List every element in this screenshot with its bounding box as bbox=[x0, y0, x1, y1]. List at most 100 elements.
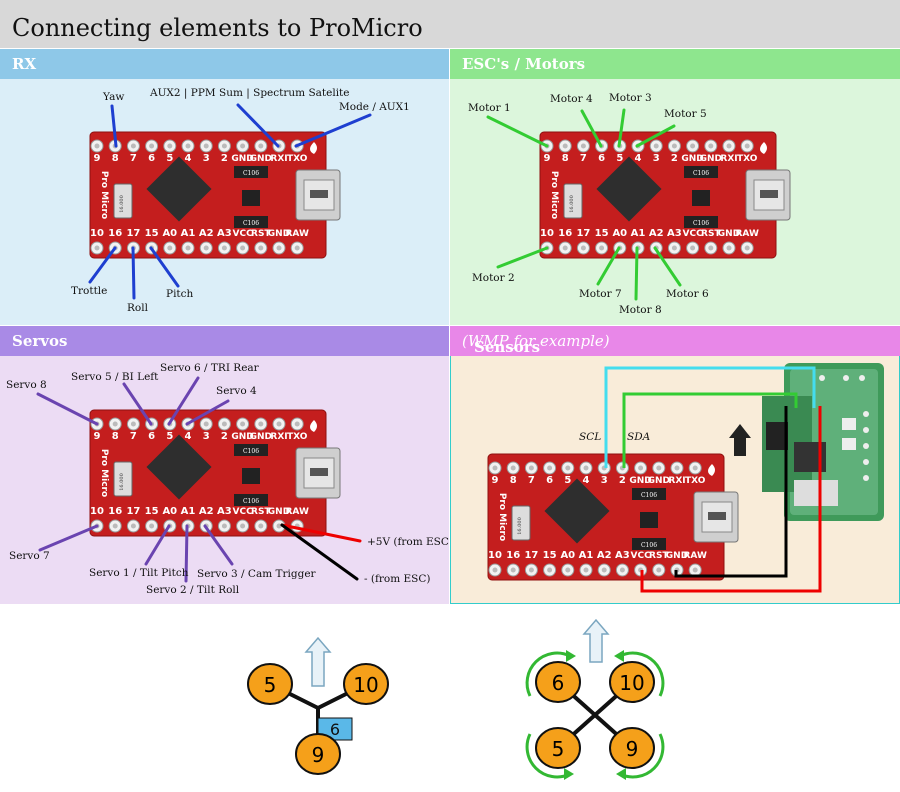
esc-header: ESC's / Motors bbox=[450, 49, 900, 79]
tri-motor-9-label: 9 bbox=[312, 743, 325, 767]
label-m6: Motor 6 bbox=[666, 288, 709, 300]
label-s4: Servo 4 bbox=[216, 385, 257, 397]
pin-label: RST bbox=[649, 551, 669, 561]
quad-motor-9-label: 9 bbox=[626, 737, 639, 761]
pin-label: 4 bbox=[583, 475, 590, 486]
wire-roll bbox=[131, 246, 136, 300]
pin-label: GND bbox=[231, 432, 253, 442]
pin-label: 8 bbox=[510, 475, 517, 486]
pin-label: A1 bbox=[631, 228, 646, 239]
pin-label: 15 bbox=[595, 228, 609, 239]
pin-label: 9 bbox=[94, 153, 101, 164]
pin-label: A1 bbox=[579, 550, 594, 561]
pin-label: 10 bbox=[90, 228, 104, 239]
label-vplus: +5V (from ESC) bbox=[367, 536, 449, 548]
pin-label: VCC bbox=[233, 507, 254, 517]
wire-m4 bbox=[580, 109, 603, 148]
wire-s2 bbox=[184, 524, 189, 583]
wire-s1 bbox=[144, 524, 171, 566]
pin-label: RST bbox=[251, 229, 271, 239]
chip-b-label: C106 bbox=[693, 220, 709, 227]
pin-label: 4 bbox=[185, 431, 192, 442]
pin-label: 3 bbox=[203, 153, 210, 164]
wire-m3 bbox=[617, 108, 626, 148]
pin-label: 16 bbox=[506, 550, 520, 561]
pin-label: RAW bbox=[285, 229, 308, 239]
label-m1: Motor 1 bbox=[468, 102, 511, 114]
label-scl: SCL bbox=[579, 431, 601, 443]
wire-mode bbox=[294, 113, 372, 148]
label-sda: SDA bbox=[627, 431, 651, 443]
servo-wires bbox=[36, 376, 234, 583]
pin-label: 7 bbox=[528, 475, 535, 486]
pin-label: VCC bbox=[631, 551, 652, 561]
pin-label: 16 bbox=[558, 228, 572, 239]
tri-motor-5 bbox=[247, 663, 293, 705]
label-throttle: Trottle bbox=[71, 285, 107, 297]
board-side-label: Pro Micro bbox=[549, 171, 559, 219]
up-arrow-icon bbox=[729, 424, 751, 456]
chip-a-label: C106 bbox=[243, 170, 259, 177]
pin-label: 5 bbox=[616, 153, 623, 164]
tri-servo-label: 6 bbox=[330, 720, 340, 739]
pin-label: 17 bbox=[126, 228, 140, 239]
wire-s6 bbox=[167, 376, 200, 426]
wire-s5 bbox=[122, 382, 153, 426]
pin-label: 6 bbox=[546, 475, 553, 486]
wire-s7 bbox=[38, 524, 99, 552]
wire-s3 bbox=[203, 524, 234, 566]
pin-label: 9 bbox=[94, 431, 101, 442]
label-yaw: Yaw bbox=[102, 91, 124, 103]
page-title: Connecting elements to ProMicro bbox=[12, 14, 423, 42]
pin-label: RXI bbox=[270, 432, 287, 442]
label-m8: Motor 8 bbox=[619, 304, 662, 316]
pin-label: RXI bbox=[720, 154, 737, 164]
pin-label: 10 bbox=[488, 550, 502, 561]
pin-label: 2 bbox=[221, 431, 228, 442]
esc-wires bbox=[486, 108, 682, 301]
pin-label: 7 bbox=[580, 153, 587, 164]
label-m2: Motor 2 bbox=[472, 272, 515, 284]
label-m3: Motor 3 bbox=[609, 92, 652, 104]
wire-m2 bbox=[496, 246, 549, 269]
esc-header-label: ESC's / Motors bbox=[462, 55, 586, 73]
tri-config: 6 5 10 9 bbox=[247, 636, 389, 775]
wire-pitch bbox=[149, 246, 180, 288]
pin-label: RAW bbox=[683, 551, 706, 561]
sensors-header: Sensors (WMP for example) bbox=[450, 326, 900, 356]
label-mode: Mode / AUX1 bbox=[339, 101, 410, 113]
crystal-label: 16.000 bbox=[119, 473, 125, 491]
pin-label: 6 bbox=[598, 153, 605, 164]
wire-gnd bbox=[674, 406, 788, 578]
pin-label: 4 bbox=[635, 153, 642, 164]
rx-header-label: RX bbox=[12, 55, 37, 73]
pin-label: 17 bbox=[524, 550, 538, 561]
crystal-label: 16.000 bbox=[119, 195, 125, 213]
sensors-header-sub: (WMP for example) bbox=[462, 332, 610, 350]
pin-label: A2 bbox=[649, 228, 664, 239]
pin-label: GND bbox=[681, 154, 703, 164]
pin-label: 3 bbox=[653, 153, 660, 164]
pin-label: GND bbox=[268, 507, 290, 517]
label-vminus: - (from ESC) bbox=[364, 573, 431, 585]
pin-label: GND bbox=[250, 154, 272, 164]
pin-label: 16 bbox=[108, 228, 122, 239]
wire-m7 bbox=[596, 246, 621, 286]
label-s7: Servo 7 bbox=[9, 550, 50, 562]
pin-label: A3 bbox=[667, 228, 682, 239]
pin-label: A0 bbox=[162, 506, 177, 517]
pin-label: A1 bbox=[181, 228, 196, 239]
pin-label: 8 bbox=[112, 431, 119, 442]
pin-label: 5 bbox=[166, 431, 173, 442]
quad-motor-9 bbox=[609, 727, 655, 769]
pin-label: RST bbox=[251, 507, 271, 517]
pin-label: 8 bbox=[562, 153, 569, 164]
pin-label: 6 bbox=[148, 153, 155, 164]
tri-motor-10 bbox=[343, 663, 389, 705]
